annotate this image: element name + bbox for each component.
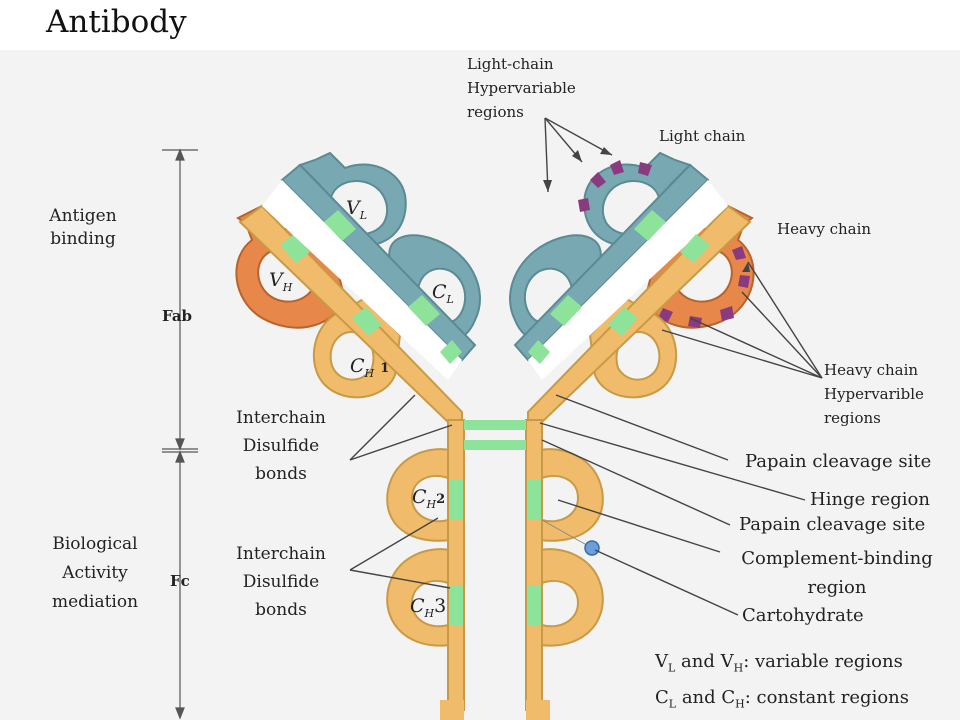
fc-bracket xyxy=(162,450,198,720)
hinge-bond-2 xyxy=(464,440,526,450)
papain-cleavage-label-1: Papain cleavage site xyxy=(745,451,932,472)
ch3-label: CH3 xyxy=(410,595,447,620)
fc-label: Fc xyxy=(170,572,190,590)
ch2-label: CH2 xyxy=(412,486,446,511)
fab-label: Fab xyxy=(162,307,193,325)
light-hypervariable-label: Light-chain Hypervariable regions xyxy=(467,55,576,121)
arrowheads xyxy=(543,147,750,272)
vl-label: VL xyxy=(346,197,368,222)
biological-activity-label: Biological Activity mediation xyxy=(51,534,139,612)
pointer-lines xyxy=(349,117,823,616)
vh-label: VH xyxy=(269,269,293,294)
legend-variable: VL and VH: variable regions xyxy=(655,651,903,675)
heavy-chain-label: Heavy chain xyxy=(777,220,872,238)
carbohydrate-dot xyxy=(584,540,600,556)
hinge-bond-1 xyxy=(464,420,526,430)
papain-cleavage-label-2: Papain cleavage site xyxy=(739,514,926,535)
cl-label: CL xyxy=(432,281,454,306)
interchain-lower-label: Interchain Disulfide bonds xyxy=(236,544,326,620)
interchain-upper-label: Interchain Disulfide bonds xyxy=(236,408,326,484)
antigen-binding-label: Antigen binding xyxy=(49,206,117,249)
hinge-region-label: Hinge region xyxy=(810,489,930,510)
fc-stem xyxy=(386,419,604,720)
title-bar xyxy=(0,0,960,50)
carbohydrate-label: Cartohydrate xyxy=(742,605,864,626)
ch1-label: CH 1 xyxy=(350,355,390,380)
light-chain-label: Light chain xyxy=(659,127,746,145)
complement-binding-label: Complement-binding region xyxy=(741,548,933,598)
heavy-hypervariable-label: Heavy chain Hypervarible regions xyxy=(824,361,924,427)
legend-constant: CL and CH: constant regions xyxy=(655,687,909,711)
fab-bracket xyxy=(162,148,198,451)
page-title: Antibody xyxy=(46,4,187,40)
